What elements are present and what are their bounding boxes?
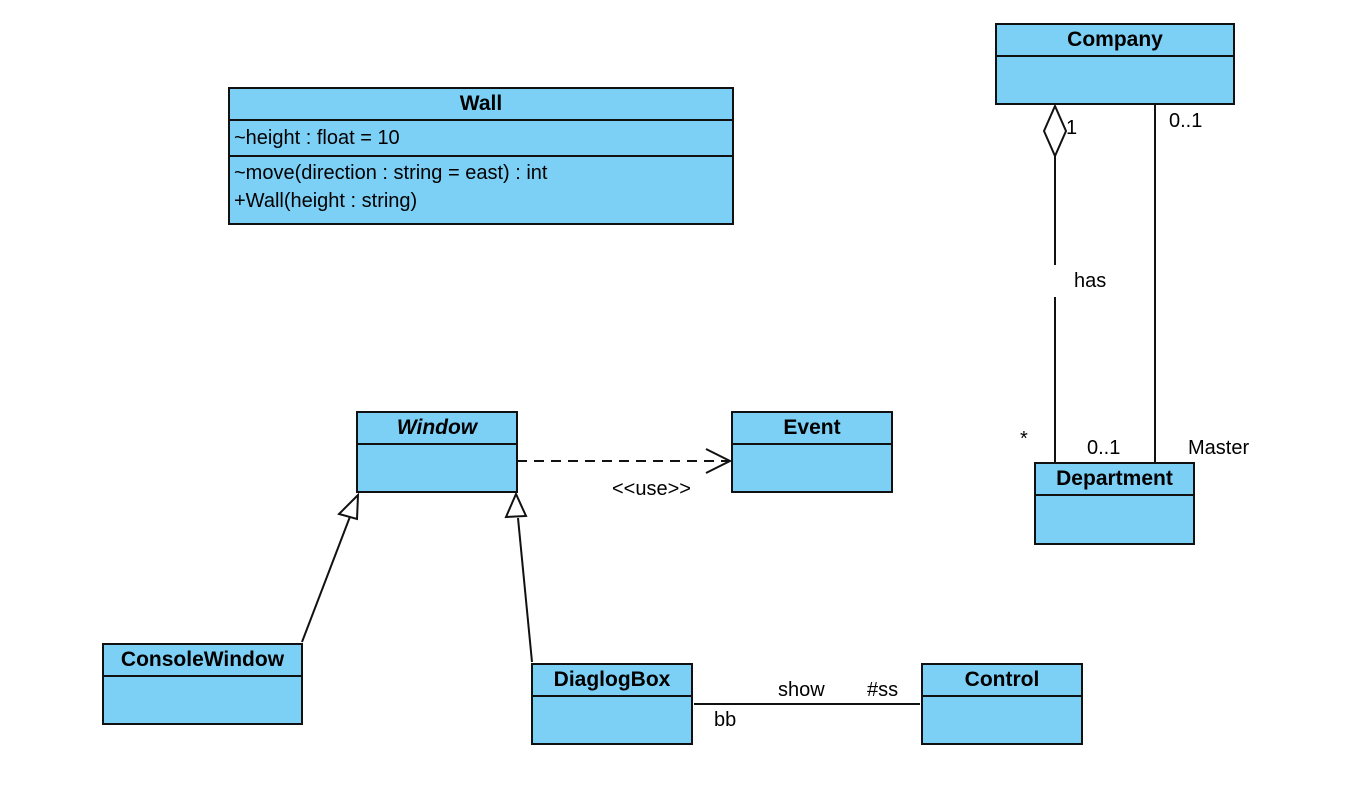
class-name: Event xyxy=(733,413,891,445)
target-role-label: #ss xyxy=(867,679,899,701)
class-name: Window xyxy=(358,413,516,445)
generalization-dialog-line xyxy=(504,491,533,663)
operation: ~move(direction : string = east) : int xyxy=(234,162,548,184)
master-target-multiplicity: 0..1 xyxy=(1087,437,1121,459)
aggregation-line xyxy=(1042,103,1068,462)
class-operations: ~move(direction : string = east) : int +… xyxy=(230,157,732,217)
class-dialog-box[interactable]: DiaglogBox xyxy=(531,663,693,745)
generalization-triangle-icon xyxy=(504,491,528,519)
class-console-window[interactable]: ConsoleWindow xyxy=(102,643,303,725)
aggregation-diamond-icon xyxy=(1042,103,1068,159)
class-name: Department xyxy=(1036,464,1193,496)
class-wall[interactable]: Wall ~height : float = 10 ~move(directio… xyxy=(228,87,734,225)
aggregation-label: has xyxy=(1074,270,1107,292)
master-role-label: Master xyxy=(1188,437,1250,459)
class-name: Wall xyxy=(230,89,732,121)
aggregation-target-multiplicity: * xyxy=(1020,428,1028,450)
class-company[interactable]: Company xyxy=(995,23,1235,105)
class-control[interactable]: Control xyxy=(921,663,1083,745)
master-source-multiplicity: 0..1 xyxy=(1169,110,1203,132)
show-association-label: show xyxy=(778,679,825,701)
class-window[interactable]: Window xyxy=(356,411,518,493)
class-name: Company xyxy=(997,25,1233,57)
class-department[interactable]: Department xyxy=(1034,462,1195,545)
dependency-stereotype: <<use>> xyxy=(612,478,691,500)
class-name: Control xyxy=(923,665,1081,697)
source-role-label: bb xyxy=(714,709,737,731)
operation: +Wall(height : string) xyxy=(234,190,418,212)
class-name: DiaglogBox xyxy=(533,665,691,697)
dependency-line xyxy=(517,448,733,474)
generalization-console-line xyxy=(301,492,360,643)
open-arrow-icon xyxy=(705,448,733,474)
attribute: ~height : float = 10 xyxy=(234,127,400,149)
class-attributes: ~height : float = 10 xyxy=(230,121,732,157)
class-event[interactable]: Event xyxy=(731,411,893,493)
aggregation-source-multiplicity: 1 xyxy=(1066,117,1078,139)
generalization-triangle-icon xyxy=(337,492,360,521)
class-name: ConsoleWindow xyxy=(104,645,301,677)
